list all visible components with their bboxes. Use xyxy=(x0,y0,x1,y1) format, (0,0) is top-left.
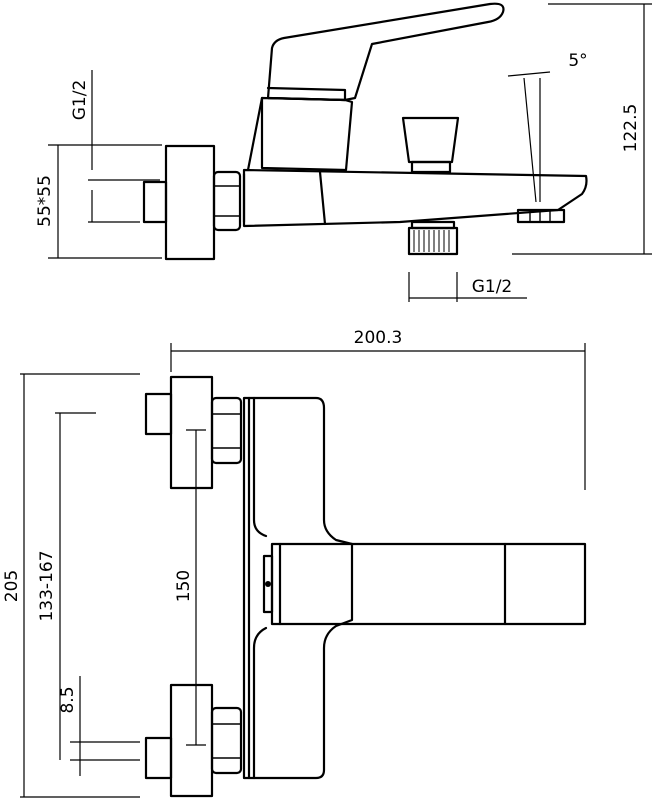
side-dimensions: 55*55 G1/2 122.5 5° G1/2 xyxy=(35,3,652,302)
front-bottom-nut xyxy=(210,706,243,775)
front-top-eccentric xyxy=(144,392,173,436)
front-valve-body xyxy=(242,396,354,780)
dim-side-square: 55*55 xyxy=(35,175,55,227)
front-bottom-eccentric xyxy=(144,736,173,780)
dim-front-range: 133-167 xyxy=(37,550,57,621)
dim-front-centers: 150 xyxy=(174,570,194,602)
side-view xyxy=(142,2,588,261)
front-top-nut xyxy=(210,396,243,465)
front-bottom-escutcheon xyxy=(169,683,214,798)
diverter-knob xyxy=(401,116,460,164)
dim-side-angle: 5° xyxy=(568,51,587,71)
dim-side-height: 122.5 xyxy=(621,104,641,153)
handle-lever xyxy=(266,2,505,102)
valve-body xyxy=(260,96,354,172)
aerator xyxy=(516,208,566,224)
dim-side-outlet-thread: G1/2 xyxy=(472,277,513,297)
front-dimensions: 200.3 205 133-167 150 8.5 xyxy=(2,328,586,798)
dim-front-offset: 8.5 xyxy=(58,686,78,713)
side-nut xyxy=(212,170,242,232)
front-top-escutcheon xyxy=(169,375,214,490)
dim-side-inlet-thread: G1/2 xyxy=(70,80,90,121)
side-escutcheon xyxy=(164,144,216,261)
dim-front-width: 200.3 xyxy=(354,328,403,348)
dim-front-height: 205 xyxy=(2,570,22,602)
front-spout xyxy=(270,542,587,626)
front-view xyxy=(144,375,587,798)
outlet-thread xyxy=(407,226,459,256)
spout xyxy=(242,168,588,228)
side-eccentric xyxy=(142,180,168,224)
